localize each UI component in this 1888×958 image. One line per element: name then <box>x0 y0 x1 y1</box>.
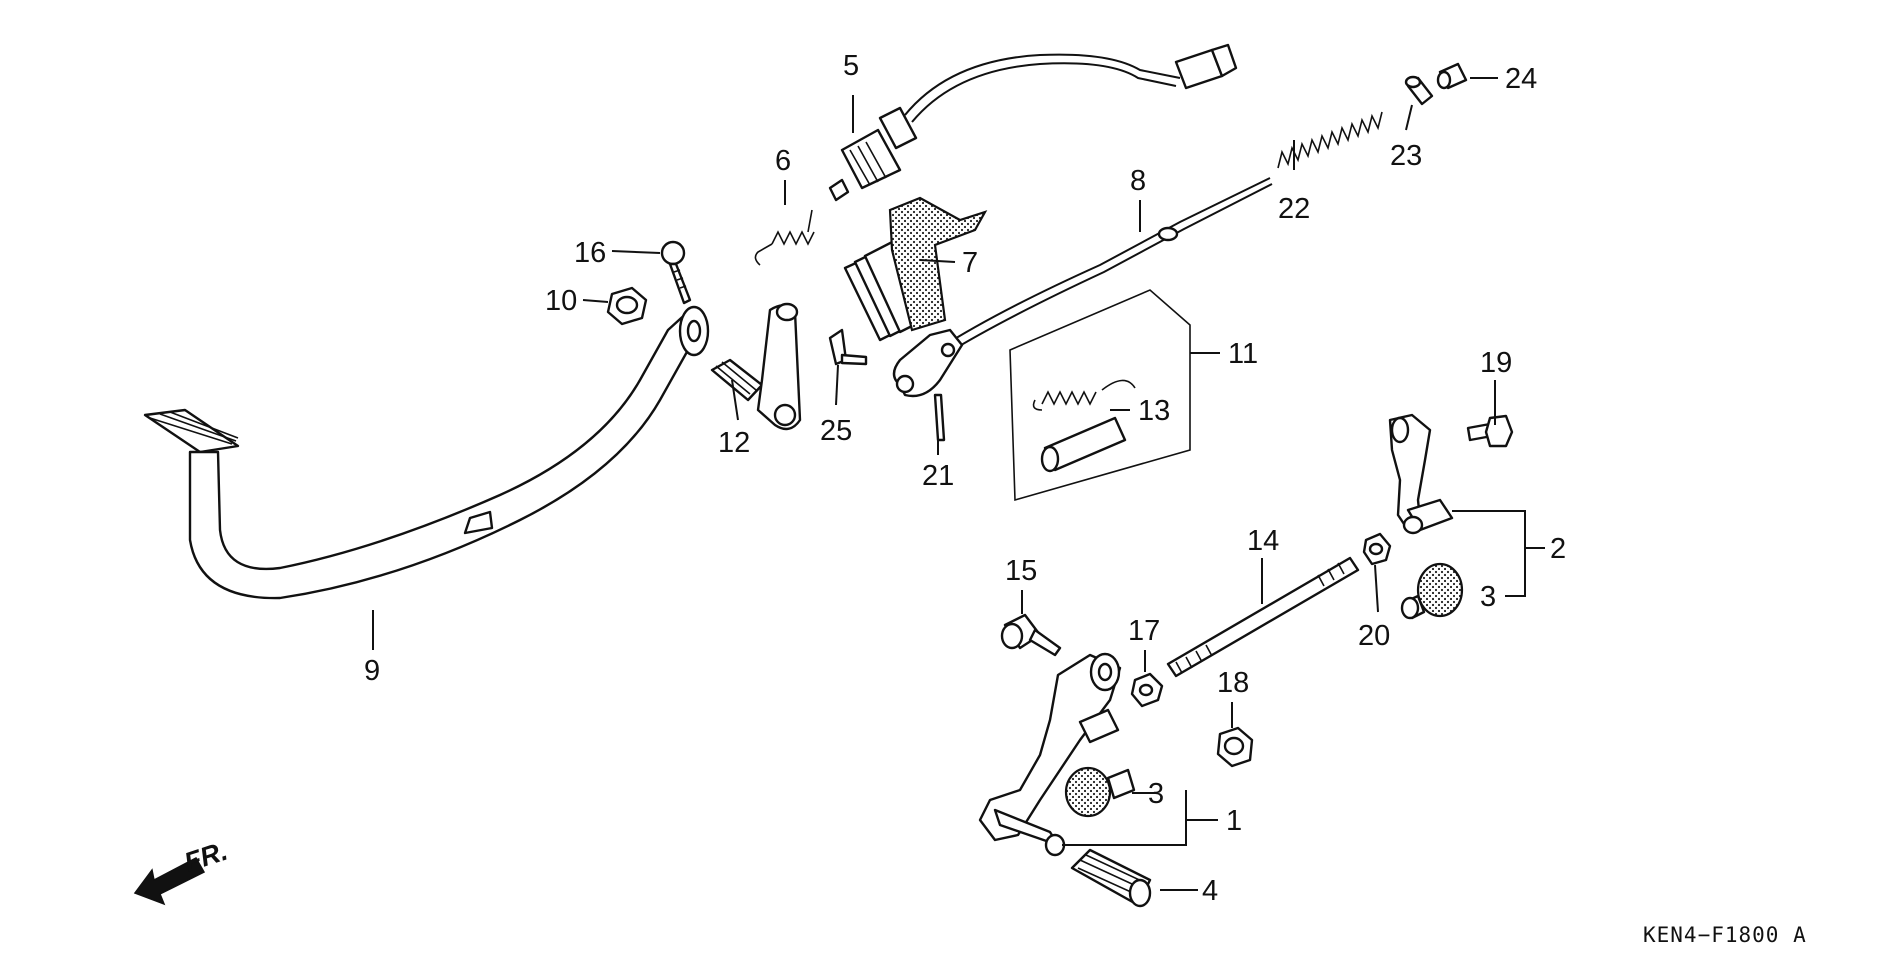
callout-17: 17 <box>1128 615 1160 647</box>
kit-box-part-11 <box>1009 289 1191 502</box>
callout-2: 2 <box>1550 533 1566 565</box>
joint-part-23 <box>1404 75 1434 106</box>
front-direction-label: FR. <box>181 836 232 878</box>
pin-part-25 <box>828 328 868 366</box>
pedal-rubber-part-4 <box>1070 848 1152 908</box>
ball-joint-part-3-lower <box>1064 766 1136 818</box>
callout-12: 12 <box>718 427 750 459</box>
callout-labels: 1 2 3 3 4 5 6 7 8 9 10 11 12 13 14 15 16… <box>364 50 1566 907</box>
callout-14: 14 <box>1247 525 1279 557</box>
callout-18: 18 <box>1217 667 1249 699</box>
callout-3-lower: 3 <box>1148 778 1164 810</box>
callout-8: 8 <box>1130 165 1146 197</box>
callout-5: 5 <box>843 50 859 82</box>
nut-part-20 <box>1362 532 1392 566</box>
brake-arm-shaft-part-12 <box>710 302 802 431</box>
callout-19: 19 <box>1480 347 1512 379</box>
callout-23: 23 <box>1390 140 1422 172</box>
callout-21: 21 <box>922 460 954 492</box>
bolt-part-19 <box>1466 414 1514 448</box>
brake-rod-part-8 <box>892 177 1273 398</box>
callout-16: 16 <box>574 237 606 269</box>
nut-part-10 <box>606 286 648 326</box>
cover-part-7 <box>843 196 988 342</box>
front-arrow-icon <box>133 857 206 906</box>
nut-part-17 <box>1130 672 1164 708</box>
callout-15: 15 <box>1005 555 1037 587</box>
callout-22: 22 <box>1278 193 1310 225</box>
drawing-code: KEN4−F1800 A <box>1643 923 1807 947</box>
nut-part-24 <box>1436 62 1468 90</box>
callout-13: 13 <box>1138 395 1170 427</box>
brake-pedal-part <box>143 305 710 600</box>
tie-rod-part-14 <box>1166 556 1360 678</box>
front-direction-indicator: FR. <box>133 836 232 906</box>
callout-9: 9 <box>364 655 380 687</box>
callout-6: 6 <box>775 145 791 177</box>
callout-24: 24 <box>1505 63 1537 95</box>
nut-part-18 <box>1216 726 1254 768</box>
ball-joint-part-3-upper <box>1400 562 1464 620</box>
callout-3-upper: 3 <box>1480 581 1496 613</box>
cotter-pin-part-21 <box>933 393 946 442</box>
callout-7: 7 <box>962 247 978 279</box>
shift-pedal-part-1 <box>978 652 1122 857</box>
switch-part-5 <box>828 43 1238 202</box>
collar-part-13 <box>1040 416 1127 473</box>
bolt-part-16 <box>660 240 692 305</box>
bolt-part-15 <box>1000 613 1062 657</box>
spring-part-13 <box>1032 379 1136 411</box>
callout-11: 11 <box>1228 338 1258 370</box>
spring-part-6 <box>754 209 815 266</box>
callout-4: 4 <box>1202 875 1218 907</box>
callout-10: 10 <box>545 285 577 317</box>
callout-20: 20 <box>1358 620 1390 652</box>
callout-1: 1 <box>1226 805 1242 837</box>
shift-arm-part-2 <box>1388 413 1454 535</box>
leader-lines <box>372 77 1545 891</box>
callout-25: 25 <box>820 415 852 447</box>
